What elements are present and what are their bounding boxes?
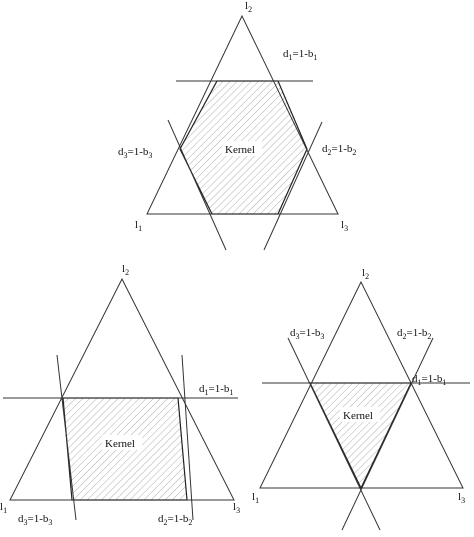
constraint-label-d2-1: d2=1-b2 [322, 143, 356, 157]
constraint-label-d1-3: d1=1-b1 [412, 373, 446, 387]
kernel-label-bg-2 [102, 435, 142, 450]
constraint-line-d3-2 [56, 354, 77, 521]
vertex-label-right-3: l3 [458, 491, 465, 505]
kernel-label-bg-3 [340, 407, 380, 422]
kernel-region-3 [309, 382, 412, 490]
constraint-label-d1-2: d1=1-b1 [199, 383, 233, 397]
vertex-label-right-2: l3 [233, 501, 240, 515]
diagram-2: l2 l1 l3 d1=1-b1 d3=1-b3 d2=1-b2 Kernel [0, 263, 240, 527]
vertex-label-left-1: l1 [135, 219, 142, 233]
vertex-label-top-2: l2 [122, 263, 129, 277]
kernel-label-2: Kernel [105, 438, 135, 450]
diagram-1: l2 l1 l3 d1=1-b1 d2=1-b2 d3=1-b3 Kernel [118, 0, 356, 251]
vertex-label-top-1: l2 [245, 0, 252, 14]
vertex-label-top-3: l2 [362, 267, 369, 281]
constraint-label-d3-3: d3=1-b3 [290, 327, 324, 341]
simplex-triangle-2 [9, 277, 235, 501]
constraint-line-d2-2 [181, 354, 194, 521]
vertex-label-right-1: l3 [341, 219, 348, 233]
constraint-label-d2-3: d2=1-b2 [397, 327, 431, 341]
constraint-line-d2-3 [341, 337, 434, 531]
diagram-3: l2 l1 l3 d3=1-b3 d2=1-b2 d1=1-b1 Kernel [252, 267, 470, 531]
kernel-label-1: Kernel [225, 144, 255, 156]
constraint-line-d3-1 [167, 119, 227, 251]
vertex-label-left-3: l1 [252, 491, 259, 505]
constraint-line-d2-1 [263, 121, 323, 251]
constraint-line-d3-3 [287, 337, 381, 531]
vertex-label-left-2: l1 [0, 501, 7, 515]
constraint-label-d2-2: d2=1-b2 [158, 513, 192, 527]
simplex-triangle-1 [146, 14, 339, 215]
constraint-label-d3-2: d3=1-b3 [18, 513, 52, 527]
constraint-label-d1-1: d1=1-b1 [283, 48, 317, 62]
kernel-label-3: Kernel [343, 410, 373, 422]
constraint-label-d3-1: d3=1-b3 [118, 146, 152, 160]
kernel-label-bg-1 [222, 141, 262, 156]
